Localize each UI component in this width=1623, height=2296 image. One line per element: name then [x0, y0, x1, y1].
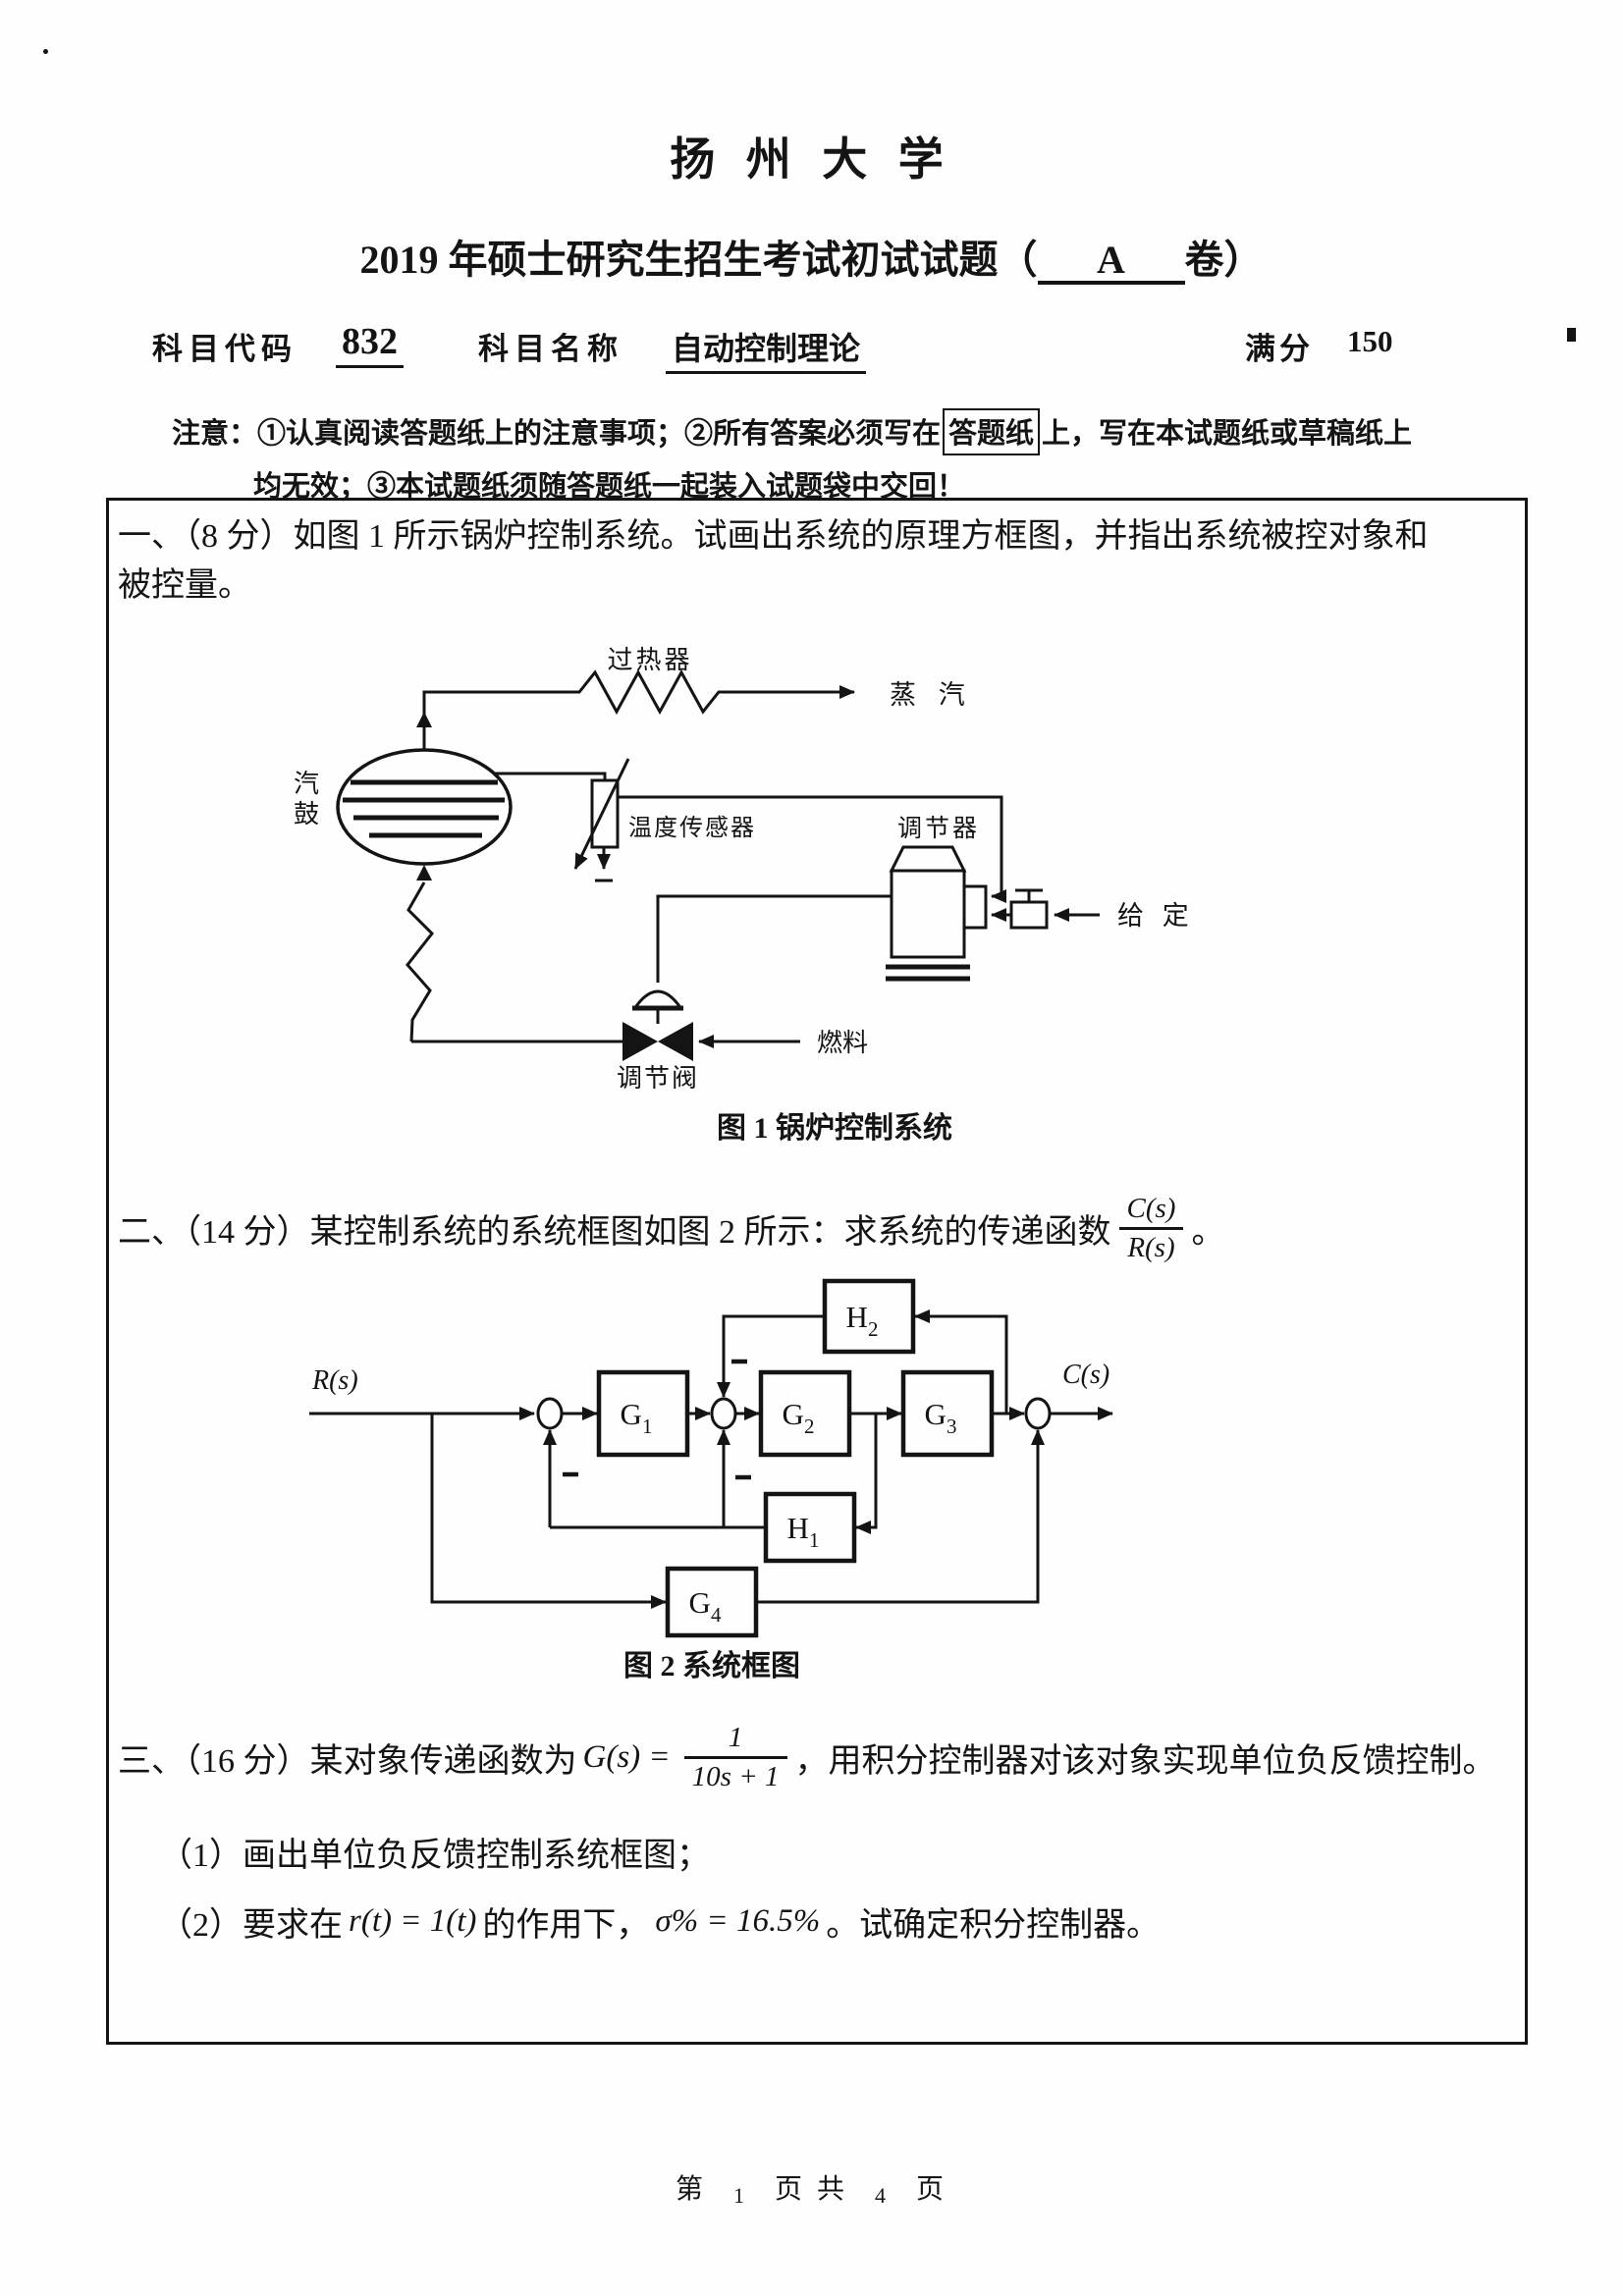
footer-total-pages: 4: [875, 2183, 890, 2208]
question3-lead: 三、（16 分）某对象传递函数为: [118, 1742, 577, 1780]
full-score-value: 150: [1347, 324, 1393, 358]
exam-subtitle-suffix: 卷）: [1184, 238, 1264, 282]
item2-math-rt: r(t) = 1(t): [349, 1902, 477, 1939]
transfer-function-fraction: C(s) R(s): [1119, 1193, 1184, 1264]
block-h1-label: H1: [787, 1511, 820, 1552]
steam-pipe: [422, 668, 855, 750]
subject-row: 科目代码 832 科目名称 自动控制理论 满分 150: [0, 321, 1623, 374]
footer-prefix: 第: [675, 2174, 707, 2205]
subject-code-label: 科目代码: [152, 332, 298, 366]
item2-text-b: 的作用下，: [482, 1906, 650, 1944]
item2-math-sigma: σ% = 16.5%: [655, 1902, 821, 1939]
page-title: 扬 州 大 学: [670, 134, 953, 185]
item2-text-c: 。试确定积分控制器。: [826, 1906, 1161, 1944]
block-g3: [900, 1369, 995, 1458]
block-g4-label: G4: [689, 1585, 722, 1627]
h2-return-line: [717, 1314, 825, 1398]
regulator-label: 调节器: [897, 815, 980, 842]
fraction-denominator: 10s + 1: [683, 1755, 787, 1793]
up-arrow-icon: [416, 712, 432, 727]
footer-suffix: 页: [916, 2174, 948, 2205]
summing-junction-1: [536, 1397, 564, 1430]
notice-boxed-word: 答题纸: [943, 408, 1041, 455]
output-signal-label: C(s): [1062, 1360, 1109, 1390]
figure2-block-diagram: R(s) C(s) G1 G2 G3 G4 H1 H2: [309, 1278, 1113, 1638]
footer-mid: 页 共: [774, 2174, 848, 2205]
block-h2: [822, 1278, 916, 1355]
up-arrow-icon: [416, 865, 432, 881]
g4-input-line: [430, 1414, 667, 1609]
question2-period: 。: [1191, 1213, 1225, 1251]
block-g3-label: G3: [925, 1397, 957, 1438]
summing-junction-2: [710, 1397, 737, 1430]
subject-code-value: 832: [336, 320, 404, 368]
notice-line2: 均无效；③本试题纸须随答题纸一起装入试题袋中交回！: [253, 471, 966, 503]
input-signal-label: R(s): [311, 1365, 358, 1396]
notice-label: 注意：: [172, 418, 258, 450]
block-g2: [758, 1369, 852, 1458]
h2-feedback-line: [914, 1309, 1008, 1414]
block-h2-label: H2: [846, 1300, 879, 1341]
exam-subtitle-prefix: 2019 年硕士研究生招生考试初试试题（: [359, 238, 1038, 282]
steam-drum-shape: [336, 748, 513, 866]
steam-label: 蒸 汽: [890, 680, 973, 710]
figure1-caption: 图 1 锅炉控制系统: [717, 1112, 952, 1145]
block-g1-label: G1: [621, 1397, 653, 1438]
question2-line: 二、（14 分）某控制系统的系统框图如图 2 所示：求系统的传递函数 C(s) …: [118, 1183, 1224, 1273]
control-valve-shape: [622, 1022, 658, 1061]
setpoint-device: [1009, 900, 1049, 930]
question-area-border: [106, 498, 1528, 2045]
block-g2-label: G2: [783, 1397, 815, 1438]
drum-label: 汽鼓: [294, 770, 319, 828]
notice-line1: 注意： ①认真阅读答题纸上的注意事项；②所有答案必须写在 答题纸 上，写在本试题…: [172, 408, 1412, 455]
regulator-output-line: [656, 894, 892, 983]
regulator-body: [890, 869, 966, 959]
question3-tail: ，用积分控制器对该对象实现单位负反馈控制。: [794, 1742, 1496, 1780]
temperature-sensor-label: 温度传感器: [628, 815, 756, 841]
regulator-top-shape: [889, 845, 967, 873]
valve-actuator-dome: [634, 989, 681, 1007]
question3-item1: （1）画出单位负反馈控制系统框图；: [159, 1838, 710, 1874]
figure2-caption: 图 2 系统框图: [623, 1650, 800, 1682]
question3-gs-math: G(s) =: [582, 1738, 671, 1775]
drum-sensor-link: [494, 772, 607, 780]
question1-line1: 一、（8 分）如图 1 所示锅炉控制系统。试画出系统的原理方框图，并指出系统被控…: [118, 518, 1429, 555]
fraction-denominator: R(s): [1119, 1226, 1183, 1264]
subject-name-value: 自动控制理论: [666, 324, 867, 374]
sensor-feedback-line: [618, 795, 1006, 903]
regulator-side-box: [962, 884, 988, 930]
page-footer: 第 1 页 共 4 页: [0, 2167, 1623, 2208]
riser-zigzag: [406, 881, 434, 1042]
exam-paper-letter: A: [1037, 240, 1185, 285]
figure1-boiler-diagram: 过热器 蒸 汽 汽鼓 温度传感器 调节器 给 定 燃料 调节阀: [294, 646, 1195, 1093]
control-valve-shape: [658, 1022, 693, 1061]
block-g1: [596, 1369, 690, 1458]
fuel-label: 燃料: [817, 1029, 868, 1057]
superheater-label: 过热器: [607, 646, 692, 674]
notice-line1-a: ①认真阅读答题纸上的注意事项；②所有答案必须写在: [257, 418, 942, 450]
control-valve-label: 调节阀: [617, 1064, 699, 1093]
scan-speck-artifact: [1567, 328, 1576, 342]
sensor-diagonal-arrow: [573, 758, 630, 870]
subject-name-label: 科目名称: [478, 332, 623, 366]
question1-line2: 被控量。: [118, 567, 251, 604]
fraction-numerator: 1: [728, 1721, 743, 1753]
scan-dot-artifact: [43, 49, 48, 54]
g4-output-line: [756, 1429, 1045, 1604]
item2-text-a: （2）要求在: [159, 1906, 343, 1944]
footer-page-number: 1: [732, 2183, 748, 2208]
setpoint-label: 给 定: [1117, 901, 1195, 931]
plant-transfer-fraction: 1 10s + 1: [683, 1721, 787, 1793]
fraction-numerator: C(s): [1126, 1192, 1176, 1224]
summing-junction-3: [1024, 1397, 1052, 1430]
notice-line1-b: 上，写在本试题纸或草稿纸上: [1042, 418, 1413, 450]
question2-text: 二、（14 分）某控制系统的系统框图如图 2 所示：求系统的传递函数: [118, 1213, 1111, 1251]
full-score-label: 满分: [1245, 332, 1314, 366]
question3-item2: （2）要求在 r(t) = 1(t) 的作用下， σ% = 16.5% 。试确定…: [159, 1896, 1160, 1946]
h1-feedback-line: [855, 1414, 878, 1534]
question3-line: 三、（16 分）某对象传递函数为 G(s) = 1 10s + 1 ，用积分控制…: [118, 1710, 1496, 1804]
